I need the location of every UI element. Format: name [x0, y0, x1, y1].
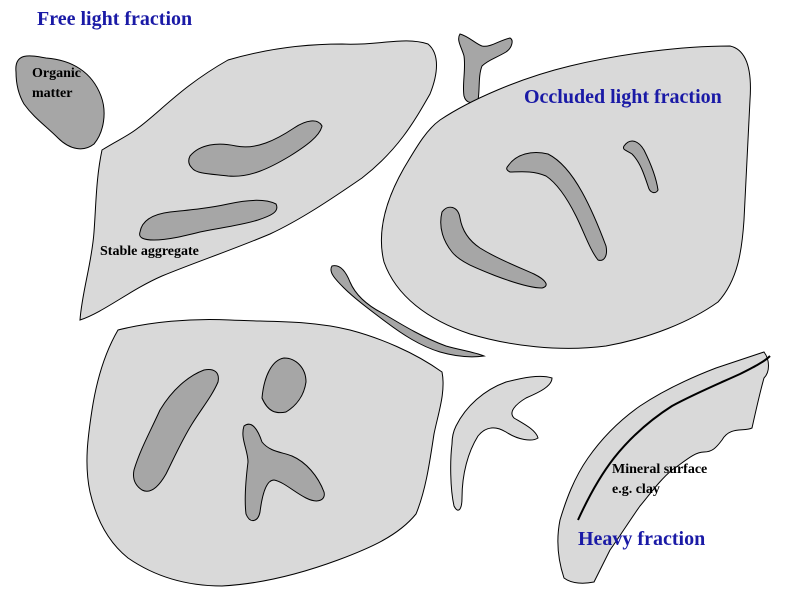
mineral-surface-label-line2: e.g. clay: [612, 480, 707, 500]
stable-aggregate-top: [80, 41, 437, 320]
organic-matter-label: Organic matter: [32, 64, 81, 104]
occluded-light-fraction-label: Occluded light fraction: [524, 86, 722, 109]
organic-matter-label-line1: Organic: [32, 64, 81, 84]
heavy-fraction-label: Heavy fraction: [578, 528, 705, 551]
free-organic-curl: [451, 376, 552, 510]
free-light-fraction-label: Free light fraction: [37, 8, 192, 31]
stable-aggregate-label: Stable aggregate: [100, 244, 199, 260]
mineral-surface-label-line1: Mineral surface: [612, 460, 707, 480]
organic-matter-label-line2: matter: [32, 84, 81, 104]
mineral-surface-label: Mineral surface e.g. clay: [612, 460, 707, 500]
